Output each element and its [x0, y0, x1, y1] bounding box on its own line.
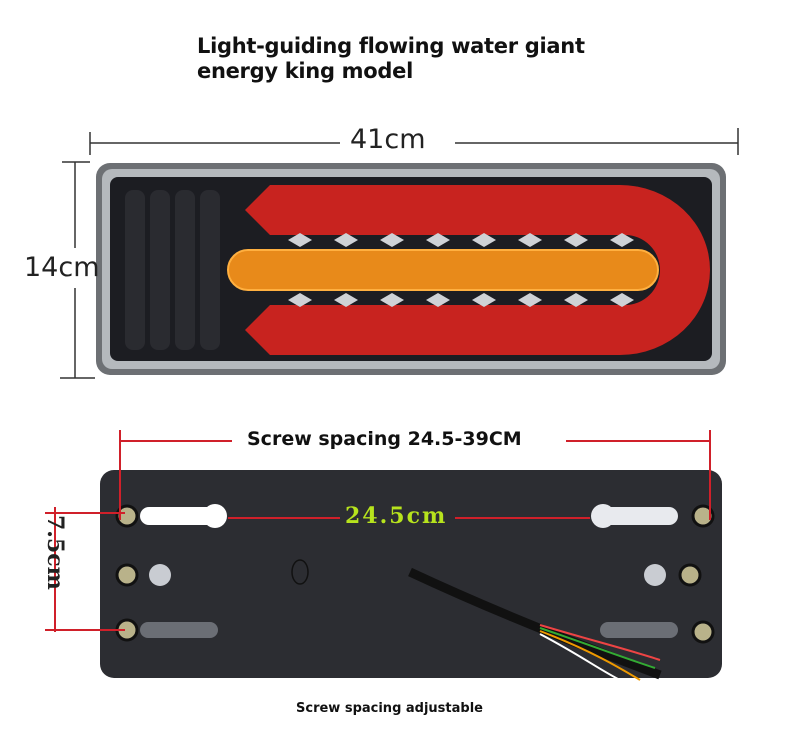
inner-spacing-label: 24.5cm [345, 503, 448, 529]
led-diamond [610, 233, 634, 247]
led-diamond [380, 293, 404, 307]
led-diamond [288, 293, 312, 307]
width-label: 41cm [350, 124, 426, 155]
led-diamond [564, 233, 588, 247]
led-diamond [334, 293, 358, 307]
led-diamond [334, 233, 358, 247]
screw-spacing-lines [45, 430, 711, 632]
led-diamond [472, 233, 496, 247]
front-lamp [96, 163, 726, 375]
led-diamond [518, 233, 542, 247]
title-line-1: Light-guiding flowing water giant [197, 34, 585, 58]
led-diamond [426, 293, 450, 307]
led-diamond [288, 233, 312, 247]
footer-caption: Screw spacing adjustable [296, 701, 483, 716]
back-plate [100, 470, 722, 681]
height-label: 14cm [24, 252, 100, 283]
led-diamond [472, 293, 496, 307]
screw-spacing-label: Screw spacing 24.5-39CM [247, 428, 522, 450]
height-dimension-line [60, 161, 95, 379]
led-diamond [518, 293, 542, 307]
vertical-spacing-label: 7.5cm [42, 515, 68, 590]
title-line-2: energy king model [197, 59, 413, 83]
led-diamond [564, 293, 588, 307]
led-diamond [426, 233, 450, 247]
led-diamond [380, 233, 404, 247]
product-title: Light-guiding flowing water giant energy… [197, 34, 585, 84]
width-dimension-line [89, 128, 739, 155]
led-diamond [610, 293, 634, 307]
